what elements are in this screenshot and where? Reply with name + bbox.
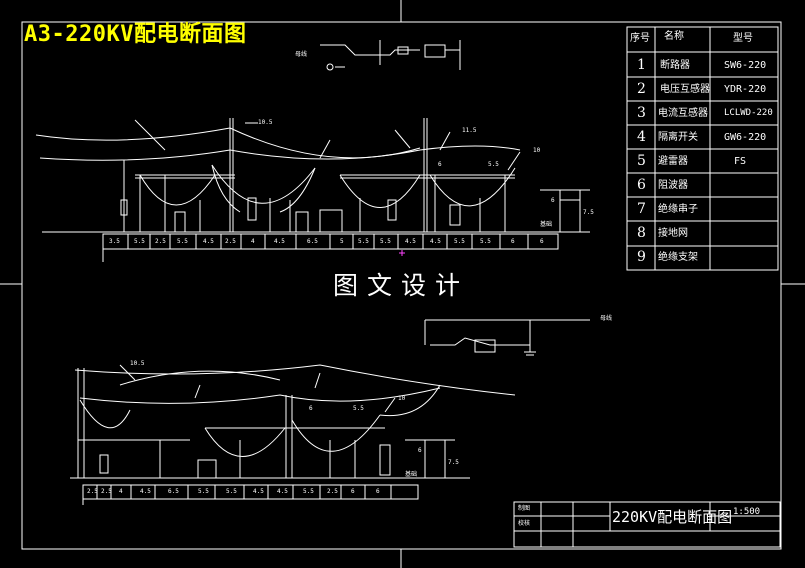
legend-row-model: SW6-220	[724, 60, 767, 71]
dim-label: 2.5	[225, 238, 236, 245]
dim-label: 2.5	[327, 488, 338, 495]
legend-row-name: 接地网	[658, 228, 688, 239]
height-label: 10.5	[130, 360, 145, 367]
legend-row-name: 避雷器	[658, 156, 688, 167]
height-label: 10	[398, 395, 406, 402]
dim-label: 4.5	[274, 238, 285, 245]
title-block-drawn-label: 制图	[518, 505, 531, 512]
title-block-drawing-name: 220KV配电断面图	[612, 508, 733, 526]
legend-header-name: 名称	[664, 31, 684, 42]
watermark-text: 图文设计	[333, 271, 470, 300]
legend-row-name: 隔离开关	[658, 132, 698, 143]
legend-table-grid	[626, 26, 779, 271]
legend-row-index: 1	[637, 57, 646, 73]
legend-row-model: GW6-220	[724, 132, 767, 143]
busbar-label: 母线	[295, 51, 308, 58]
busbar-label: 母线	[600, 315, 613, 322]
dim-label: 5	[340, 238, 344, 245]
height-label: 10	[533, 147, 541, 154]
dim-label: 4.5	[277, 488, 288, 495]
legend-row-model: YDR-220	[724, 84, 767, 95]
legend-row-index: 9	[637, 249, 646, 265]
dim-label: 4	[119, 488, 123, 495]
title-block-grid	[513, 501, 781, 548]
legend-row-model: LCLWD-220	[724, 108, 773, 118]
legend-row-name: 阻波器	[658, 180, 688, 191]
dim-label: 5.5	[177, 238, 188, 245]
top-section	[35, 40, 590, 262]
dim-label: 2.5	[87, 488, 98, 495]
title-block-scale: 1:500	[733, 507, 761, 517]
height-label: 11.5	[462, 127, 477, 134]
dim-label: 5.5	[303, 488, 314, 495]
legend-row-name: 断路器	[660, 60, 690, 71]
dim-label: 4.5	[253, 488, 264, 495]
dim-label: 6	[540, 238, 544, 245]
bottom-dim-ticks	[96, 485, 392, 499]
dim-label: 6	[511, 238, 515, 245]
legend-row-index: 6	[637, 177, 646, 193]
base-label: 基础	[405, 471, 418, 478]
legend-header-index: 序号	[630, 33, 650, 44]
dim-label: 2.5	[155, 238, 166, 245]
dim-label: 5.5	[358, 238, 369, 245]
dim-label: 6.5	[307, 238, 318, 245]
dim-label: 2.5	[101, 488, 112, 495]
dim-label: 5.5	[226, 488, 237, 495]
legend-row-name: 绝缘支架	[658, 252, 698, 263]
dim-label: 4.5	[203, 238, 214, 245]
bottom-section	[70, 319, 590, 505]
insertion-marker	[399, 250, 405, 256]
base-label: 基础	[540, 221, 553, 228]
legend-row-name: 电压互感器	[660, 84, 710, 95]
dim-label: 5.5	[454, 238, 465, 245]
dim-label: 4.5	[430, 238, 441, 245]
dim-label: 4	[251, 238, 255, 245]
vertical-dim-label: 7.5	[448, 459, 459, 466]
vertical-dim-label: 7.5	[583, 209, 594, 216]
dim-label: 5.5	[380, 238, 391, 245]
vertical-dim-label: 6	[551, 197, 555, 204]
legend-row-index: 8	[637, 225, 646, 241]
dim-label: 4.5	[140, 488, 151, 495]
height-label: 6	[438, 161, 442, 168]
height-label: 6	[309, 405, 313, 412]
dim-label: 4.5	[405, 238, 416, 245]
dim-label: 5.5	[198, 488, 209, 495]
height-label: 5.5	[488, 161, 499, 168]
legend-row-model: FS	[734, 156, 747, 167]
top-dim-ticks	[127, 234, 529, 249]
legend-row-index: 7	[637, 201, 646, 217]
dim-label: 6.5	[168, 488, 179, 495]
legend-header-model: 型号	[733, 33, 753, 44]
dim-label: 5.5	[134, 238, 145, 245]
vertical-dim-label: 6	[418, 447, 422, 454]
dim-label: 5.5	[480, 238, 491, 245]
legend-row-index: 2	[637, 81, 646, 97]
dim-label: 3.5	[109, 238, 120, 245]
dim-label: 6	[351, 488, 355, 495]
legend-row-name: 电流互感器	[658, 108, 708, 119]
legend-row-index: 3	[637, 105, 646, 121]
drawing-title: A3-220KV配电断面图	[24, 22, 247, 47]
title-block-checked-label: 校核	[518, 520, 531, 527]
legend-row-name: 绝缘串子	[658, 204, 698, 215]
height-label: 5.5	[353, 405, 364, 412]
height-label: 10.5	[258, 119, 273, 126]
dim-label: 6	[376, 488, 380, 495]
legend-row-index: 5	[637, 153, 646, 169]
legend-row-index: 4	[637, 129, 646, 145]
